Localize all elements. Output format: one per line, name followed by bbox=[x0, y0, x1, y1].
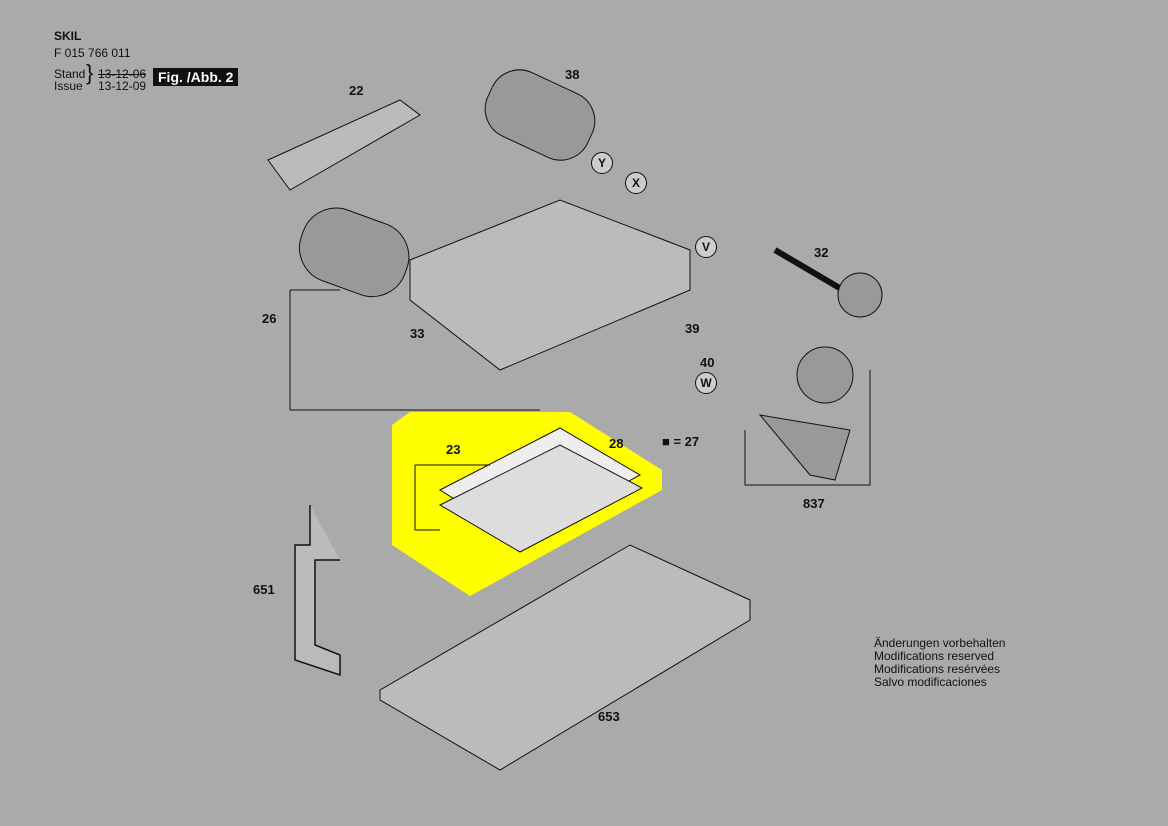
callout-w: W bbox=[695, 372, 717, 394]
roller-38 bbox=[484, 69, 596, 161]
part-number: F 015 766 011 bbox=[54, 46, 131, 60]
stand-label: Stand bbox=[54, 67, 86, 81]
issue-label: Issue bbox=[54, 79, 83, 93]
issue-date: 13-12-09 bbox=[98, 79, 147, 93]
part-label-33: 33 bbox=[410, 326, 425, 341]
base-plate bbox=[379, 544, 751, 771]
part-label-653: 653 bbox=[598, 709, 620, 724]
stand-date: 13-12-06 bbox=[98, 67, 147, 81]
note-fr: Modifications resérvées bbox=[874, 662, 1001, 676]
pulley bbox=[796, 346, 854, 404]
clamp-651 bbox=[294, 505, 341, 677]
callout-y: Y bbox=[591, 152, 613, 174]
part-label-26: 26 bbox=[262, 311, 277, 326]
brand-label: SKIL bbox=[54, 29, 82, 43]
note-en: Modifications reserved bbox=[874, 649, 995, 663]
part-label-40: 40 bbox=[700, 355, 715, 370]
housing-33 bbox=[409, 199, 691, 371]
part-label-22: 22 bbox=[349, 83, 364, 98]
part-label-27: ■ = 27 bbox=[662, 434, 700, 449]
cover-22 bbox=[267, 99, 421, 191]
part-label-23: 23 bbox=[446, 442, 461, 457]
belt-837 bbox=[758, 414, 851, 481]
part-label-837: 837 bbox=[803, 496, 825, 511]
part-label-38: 38 bbox=[565, 67, 580, 82]
roller-26 bbox=[298, 207, 410, 298]
callout-v: V bbox=[695, 236, 717, 258]
figure-label: Fig. /Abb. 2 bbox=[153, 68, 239, 86]
note-es: Salvo modificaciones bbox=[874, 675, 987, 689]
part-label-32: 32 bbox=[814, 245, 829, 260]
part-label-28: 28 bbox=[609, 436, 624, 451]
part-label-651: 651 bbox=[253, 582, 275, 597]
callout-x: X bbox=[625, 172, 647, 194]
part-label-39: 39 bbox=[685, 321, 700, 336]
brace: } bbox=[86, 60, 94, 85]
note-de: Änderungen vorbehalten bbox=[874, 636, 1006, 650]
